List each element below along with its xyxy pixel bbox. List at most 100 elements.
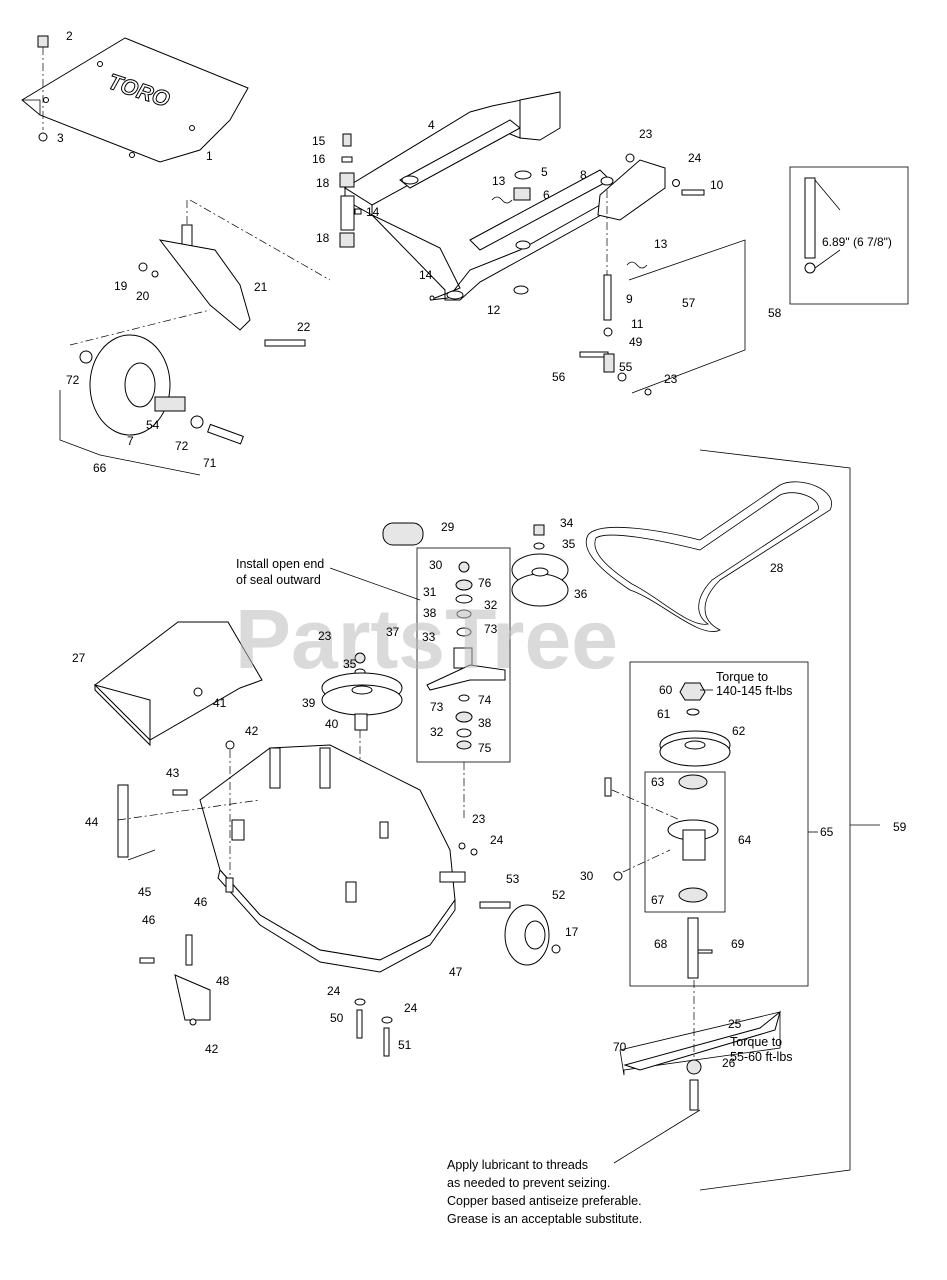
lube-line3: Copper based antiseize preferable. — [447, 1194, 642, 1208]
callout: 2 — [66, 29, 73, 43]
callout: 22 — [297, 320, 311, 334]
callout: 32 — [484, 598, 498, 612]
pivot-stack — [339, 133, 362, 248]
mower-deck-47 — [199, 740, 466, 973]
callout: 3 — [57, 131, 64, 145]
dimension-box: 6.89" (6 7/8") — [789, 166, 909, 305]
callout: 29 — [441, 520, 455, 534]
callout: 23 — [472, 812, 486, 826]
callout: 13 — [654, 237, 668, 251]
torque-note-top: Torque to 140-145 ft-lbs — [716, 670, 792, 698]
callout: 32 — [430, 725, 444, 739]
callout: 35 — [343, 657, 357, 671]
callout: 67 — [651, 893, 665, 907]
bushing-parts-5-6 — [513, 170, 532, 201]
callout: 28 — [770, 561, 784, 575]
callout: 44 — [85, 815, 99, 829]
hood-cover: TORO — [21, 37, 249, 163]
callout: 75 — [478, 741, 492, 755]
callout: 55 — [619, 360, 633, 374]
torque-bottom-line2: 55-60 ft-lbs — [730, 1050, 793, 1064]
callout: 66 — [93, 461, 107, 475]
torque-top-line1: Torque to — [716, 670, 768, 684]
callout: 73 — [430, 700, 444, 714]
callout: 16 — [312, 152, 326, 166]
lubricant-note: Apply lubricant to threads as needed to … — [447, 1158, 642, 1226]
dimension-label: 6.89" (6 7/8") — [822, 235, 892, 249]
callout: 14 — [366, 205, 380, 219]
torque-note-bottom: Torque to 55-60 ft-lbs — [730, 1035, 793, 1064]
callout: 23 — [639, 127, 653, 141]
leader-lines — [59, 239, 880, 1191]
callout-labels: 1 2 3 4 5 6 7 8 9 10 11 12 13 13 14 14 1… — [57, 29, 907, 1070]
clip-part-2 — [37, 35, 49, 130]
callout: 4 — [428, 118, 435, 132]
deck-hardware — [117, 784, 261, 1026]
lube-line1: Apply lubricant to threads — [447, 1158, 588, 1172]
callout: 17 — [565, 925, 579, 939]
callout: 56 — [552, 370, 566, 384]
callout: 25 — [728, 1017, 742, 1031]
callout: 13 — [492, 174, 506, 188]
callout: 12 — [487, 303, 501, 317]
callout: 70 — [613, 1040, 627, 1054]
callout: 11 — [631, 317, 644, 331]
callout: 68 — [654, 937, 668, 951]
drive-belt — [586, 481, 832, 632]
hitch-parts — [429, 153, 705, 396]
callout: 27 — [72, 651, 86, 665]
seal-note-line1: Install open end — [236, 557, 324, 571]
torque-bottom-line1: Torque to — [730, 1035, 782, 1049]
callout: 76 — [478, 576, 492, 590]
callout: 14 — [419, 268, 433, 282]
idler-pulley-36 — [511, 524, 569, 607]
callout: 58 — [768, 306, 782, 320]
callout: 18 — [316, 176, 330, 190]
callout: 42 — [245, 724, 259, 738]
lube-line4: Grease is an acceptable substitute. — [447, 1212, 642, 1226]
callout: 10 — [710, 178, 724, 192]
callout: 62 — [732, 724, 746, 738]
callout: 1 — [206, 149, 213, 163]
seal-spring — [382, 522, 424, 546]
callout: 23 — [318, 629, 332, 643]
frame-weldment — [344, 91, 666, 301]
callout: 42 — [205, 1042, 219, 1056]
callout: 38 — [478, 716, 492, 730]
callout: 31 — [423, 585, 437, 599]
callout: 37 — [386, 625, 400, 639]
gauge-wheel-52 — [458, 842, 561, 966]
callout: 23 — [664, 372, 678, 386]
callout: 63 — [651, 775, 665, 789]
callout: 64 — [738, 833, 752, 847]
callout: 38 — [423, 606, 437, 620]
seal-note: Install open end of seal outward — [236, 557, 324, 587]
callout: 57 — [682, 296, 696, 310]
callout: 69 — [731, 937, 745, 951]
callout: 71 — [203, 456, 217, 470]
callout: 8 — [580, 168, 587, 182]
callout: 6 — [543, 188, 550, 202]
callout: 51 — [398, 1038, 412, 1052]
callout: 7 — [127, 434, 134, 448]
callout: 30 — [429, 558, 443, 572]
callout: 24 — [688, 151, 702, 165]
callout: 33 — [422, 630, 436, 644]
seal-note-line2: of seal outward — [236, 573, 321, 587]
idler-arm-box — [416, 547, 511, 820]
watermark: PartsTree — [235, 592, 618, 686]
deck-shield-27 — [93, 621, 263, 747]
deck-bolts — [354, 998, 393, 1057]
callout: 18 — [316, 231, 330, 245]
callout: 50 — [330, 1011, 344, 1025]
callout: 19 — [114, 279, 128, 293]
pin-parts-8-9-11 — [600, 176, 614, 337]
callout: 72 — [66, 373, 80, 387]
callout: 5 — [541, 165, 548, 179]
callout: 34 — [560, 516, 574, 530]
callout: 54 — [146, 418, 160, 432]
callout: 9 — [626, 292, 633, 306]
callout: 46 — [194, 895, 208, 909]
callout: 65 — [820, 825, 834, 839]
